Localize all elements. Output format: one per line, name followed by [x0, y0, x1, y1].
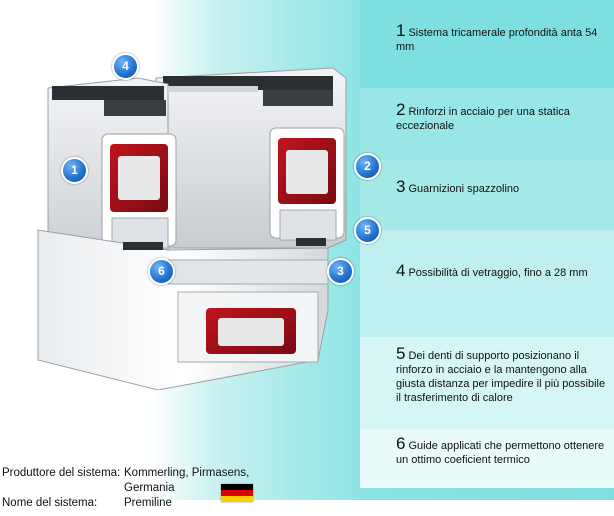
flag-stripe-black [221, 484, 253, 490]
producer-country: Germania [124, 482, 175, 494]
flag-stripe-gold [221, 496, 253, 502]
feature-4-number: 4 [396, 261, 406, 280]
feature-2-number: 2 [396, 100, 406, 119]
feature-1-number: 1 [396, 21, 406, 40]
marker-1-icon: 1 [61, 157, 88, 184]
germany-flag-icon [221, 484, 253, 502]
feature-6-description: Guide applicati che permettono ottenere … [396, 440, 605, 466]
marker-3-icon: 3 [327, 258, 354, 285]
feature-4-description: Possibilità di vetraggio, fino a 28 mm [408, 267, 588, 279]
feature-3-number: 3 [396, 177, 406, 196]
flag-stripe-red [221, 490, 253, 496]
system-name-value: Premiline [124, 497, 172, 509]
feature-6-number: 6 [396, 434, 406, 453]
producer-label: Produttore del sistema: [2, 467, 121, 479]
system-name-label: Nome del sistema: [2, 497, 98, 509]
marker-4-icon: 4 [112, 53, 139, 80]
feature-5-description: Dei denti di supporto posizionano il rin… [396, 350, 606, 404]
feature-3-description: Guarnizioni spazzolino [408, 183, 520, 195]
feature-5-number: 5 [396, 344, 406, 363]
producer-value: Kommerling, Pirmasens, [124, 467, 250, 479]
marker-5-icon: 5 [354, 217, 381, 244]
marker-6-icon: 6 [148, 258, 175, 285]
window-profile-illustration [37, 67, 347, 390]
feature-1-description: Sistema tricamerale profondità anta 54 m… [396, 27, 598, 53]
marker-2-icon: 2 [354, 153, 381, 180]
feature-2-description: Rinforzi in acciaio per una statica ecce… [396, 106, 570, 132]
